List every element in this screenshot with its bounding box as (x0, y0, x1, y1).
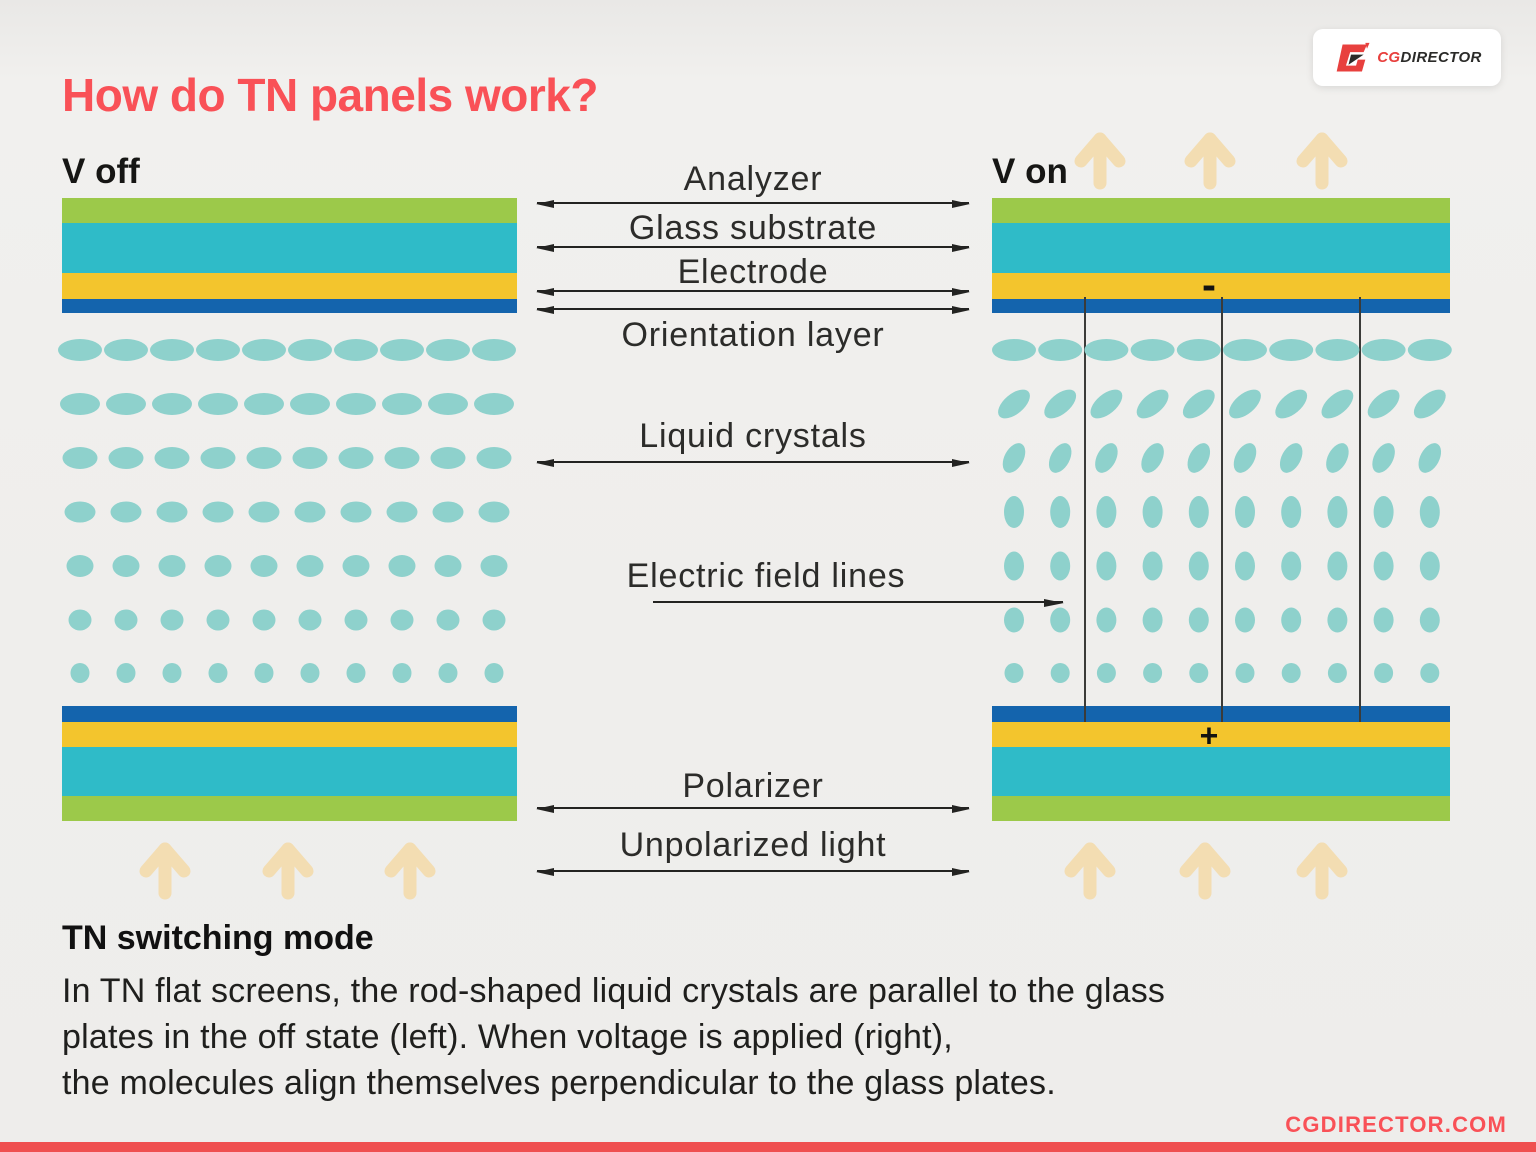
polarizer-label: Polarizer (682, 767, 824, 805)
orientation-layer-label: Orientation layer (621, 316, 885, 354)
positive-charge-label: + (1199, 717, 1219, 754)
electric-field-line (1359, 297, 1361, 722)
electric-field-lines-arrow (653, 599, 1064, 607)
cgdirector-logo: CGDIRECTOR (1313, 29, 1501, 86)
page-title: How do TN panels work? (62, 69, 598, 121)
electric-field-lines-label: Electric field lines (626, 557, 906, 595)
up-arrow-icon (146, 849, 184, 893)
analyzer-label: Analyzer (683, 160, 823, 198)
cgdirector-logo-text: CGDIRECTOR (1377, 49, 1482, 66)
unpolarized-light-label: Unpolarized light (619, 826, 887, 864)
orientation-layer-arrow (536, 306, 970, 314)
up-arrow-icon (1186, 849, 1224, 893)
polarizer-arrow (536, 805, 970, 813)
v-off-label: V off (62, 152, 140, 191)
up-arrow-icon (1303, 139, 1341, 183)
up-arrow-icon (1303, 849, 1341, 893)
glass-substrate-layer-right-top (992, 223, 1450, 273)
website-label: CGDIRECTOR.COM (1285, 1112, 1507, 1137)
up-arrow-icon (1081, 139, 1119, 183)
analyzer-layer-left (62, 198, 517, 223)
electrode-arrow (536, 288, 970, 296)
electrode-layer-right-bottom (992, 722, 1450, 747)
up-arrow-icon (1071, 849, 1109, 893)
caption-line: plates in the off state (left). When vol… (62, 1018, 953, 1056)
footer-bar (0, 1142, 1536, 1152)
electrode-layer-left-bottom (62, 722, 517, 747)
analyzer-layer-right (992, 198, 1450, 223)
orientation-layer-left-top (62, 299, 517, 313)
liquid-crystals-label: Liquid crystals (639, 417, 867, 455)
up-arrow-icon (269, 849, 307, 893)
polarizer-layer-right (992, 796, 1450, 821)
electrode-label: Electrode (677, 253, 829, 291)
caption-line: In TN flat screens, the rod-shaped liqui… (62, 972, 1166, 1010)
up-arrow-icon (391, 849, 429, 893)
logo-prefix: CG (1377, 49, 1401, 66)
caption-block: TN switching mode In TN flat screens, th… (62, 919, 1165, 1106)
electrode-layer-left-top (62, 273, 517, 299)
logo-suffix: DIRECTOR (1400, 49, 1482, 66)
glass-substrate-layer-left-top (62, 223, 517, 273)
glass-substrate-layer-left-bottom (62, 747, 517, 796)
v-on-label: V on (992, 152, 1068, 191)
glass-substrate-arrow (536, 244, 970, 252)
analyzer-arrow (536, 200, 970, 208)
caption-heading: TN switching mode (62, 919, 374, 957)
glass-substrate-layer-right-bottom (992, 747, 1450, 796)
liquid-crystals-arrow (536, 459, 970, 467)
orientation-layer-left-bottom (62, 706, 517, 722)
negative-charge-label: - (1202, 261, 1216, 308)
up-arrow-icon (1191, 139, 1229, 183)
unpolarized-light-arrow (536, 868, 970, 876)
caption-line: the molecules align themselves perpendic… (62, 1064, 1056, 1102)
electrode-layer-right-top (992, 273, 1450, 299)
electric-field-line (1084, 297, 1086, 722)
polarizer-layer-left (62, 796, 517, 821)
electric-field-line (1221, 297, 1223, 722)
glass-substrate-label: Glass substrate (628, 209, 878, 247)
liquid-crystals-v-off (58, 339, 516, 683)
cgdirector-logo-icon (1336, 42, 1370, 71)
